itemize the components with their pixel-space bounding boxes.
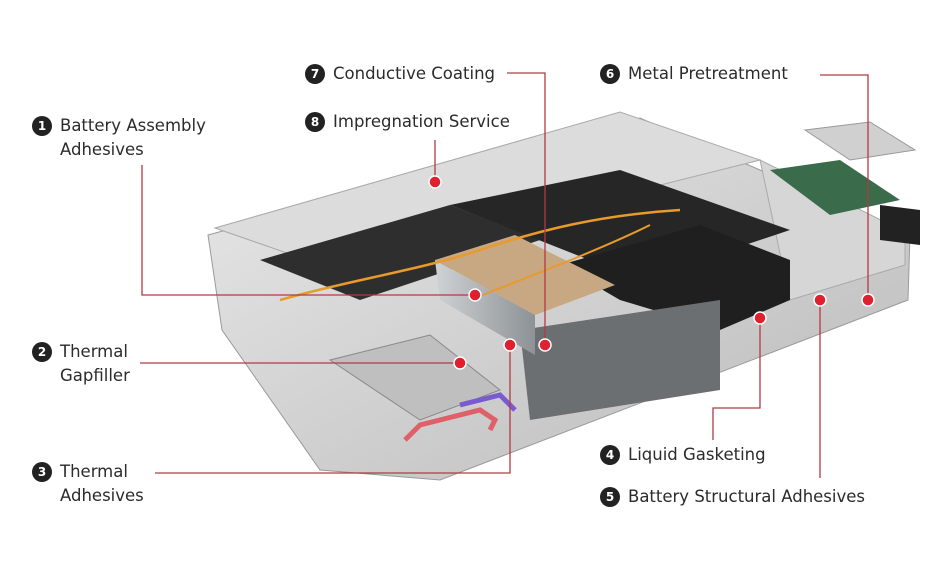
callout-impregnation-service: 8 Impregnation Service (305, 110, 510, 134)
number-badge: 8 (305, 112, 325, 132)
number-badge: 4 (600, 445, 620, 465)
callout-label: Thermal Gapfiller (60, 342, 130, 385)
number-badge: 1 (32, 116, 52, 136)
callout-metal-pretreatment: 6 Metal Pretreatment (600, 62, 788, 86)
wiring-harness (279, 208, 681, 302)
number-badge: 6 (600, 64, 620, 84)
leader-line-6 (820, 74, 869, 300)
callout-label: Battery Assembly Adhesives (60, 116, 206, 159)
callout-dot-1 (468, 288, 482, 302)
callout-label: Thermal Adhesives (60, 462, 144, 505)
cell-stack-side (435, 260, 535, 355)
number-badge: 3 (32, 462, 52, 482)
callout-battery-assembly-adhesives: 1 Battery Assembly Adhesives (32, 114, 206, 162)
callout-dot-6 (861, 293, 875, 307)
callout-label: Conductive Coating (333, 64, 496, 83)
coolant-pipe (403, 407, 499, 442)
battery-module (560, 225, 790, 330)
number-badge: 2 (32, 342, 52, 362)
wiring-harness (469, 224, 651, 301)
battery-module (260, 205, 540, 300)
callout-thermal-adhesives: 3 Thermal Adhesives (32, 460, 144, 508)
callout-label: Liquid Gasketing (628, 445, 766, 464)
callout-dot-4 (753, 311, 767, 325)
callout-thermal-gapfiller: 2 Thermal Gapfiller (32, 340, 130, 388)
thermal-plate (328, 334, 502, 421)
callout-label: Metal Pretreatment (628, 64, 788, 83)
callout-label: Impregnation Service (333, 112, 510, 131)
callout-dot-5 (813, 293, 827, 307)
bms-box (803, 121, 917, 161)
callout-dot-7 (538, 338, 552, 352)
leader-lines (140, 72, 869, 478)
callout-conductive-coating: 7 Conductive Coating (305, 62, 495, 86)
number-badge: 7 (305, 64, 325, 84)
leader-line-7 (507, 72, 546, 345)
callout-dot-8 (428, 175, 442, 189)
callout-label: Battery Structural Adhesives (628, 487, 865, 506)
callout-dots (428, 175, 875, 370)
callout-dot-3 (503, 338, 517, 352)
cell-stack (435, 235, 615, 315)
callout-dot-2 (453, 356, 467, 370)
callout-battery-structural-adhesives: 5 Battery Structural Adhesives (600, 485, 865, 509)
callout-liquid-gasketing: 4 Liquid Gasketing (600, 443, 766, 467)
number-badge: 5 (600, 487, 620, 507)
bms-housing (880, 205, 920, 245)
leader-line-3 (155, 345, 511, 474)
battery-module-front (520, 300, 720, 420)
leader-line-1 (141, 165, 475, 296)
leader-line-4 (712, 318, 761, 440)
